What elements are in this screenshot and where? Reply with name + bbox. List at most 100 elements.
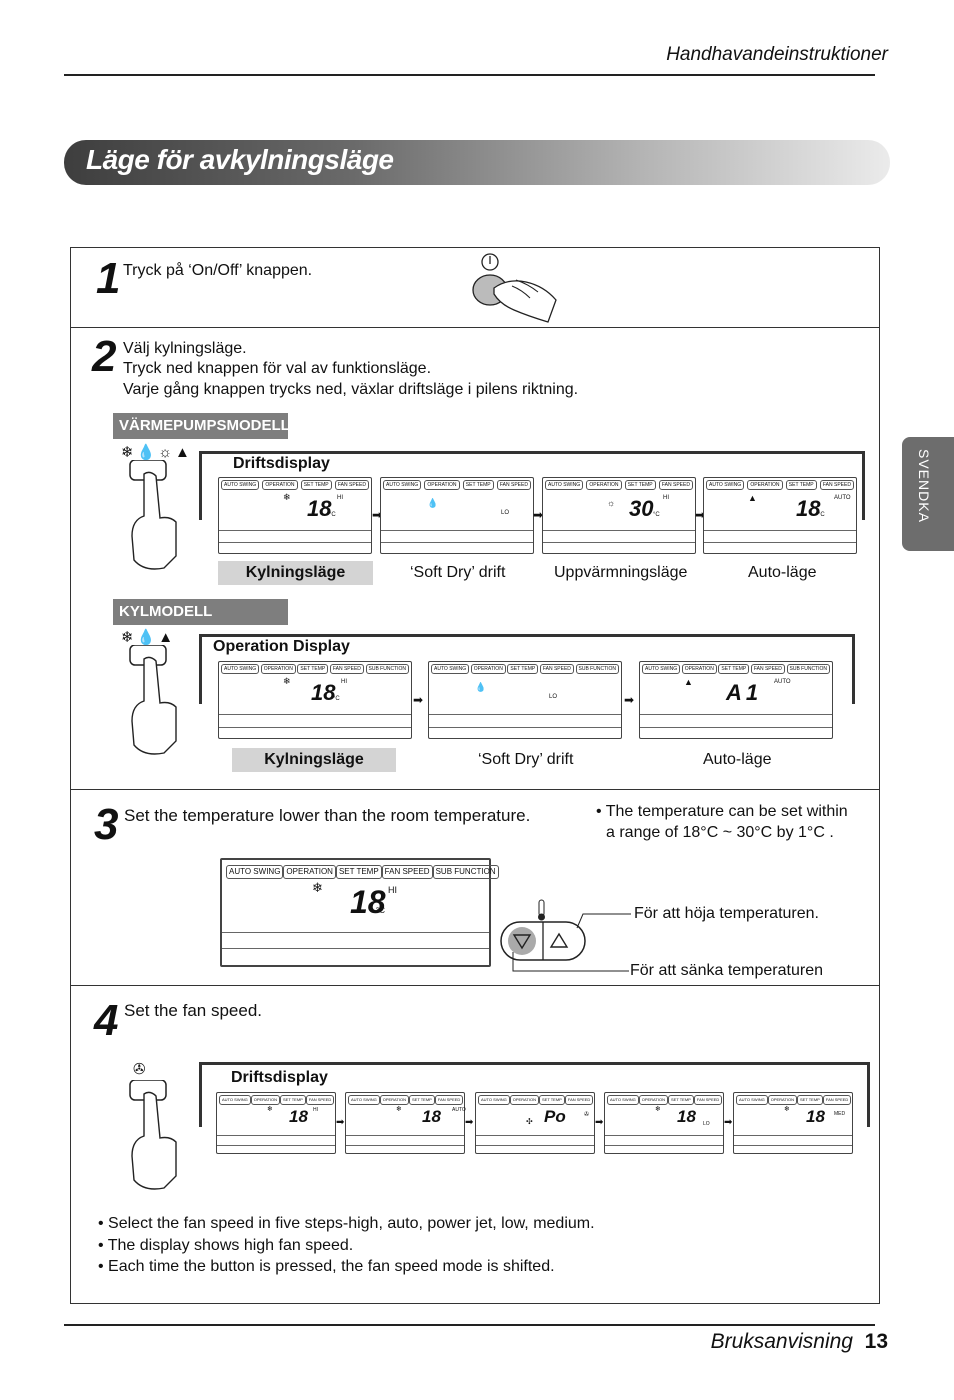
fan-display-bracket (199, 1062, 870, 1127)
heatpump-mode-auto: Auto-läge (748, 564, 817, 581)
snowflake-icon: ❄ (283, 492, 291, 502)
lcd-temp: 18 (422, 1107, 441, 1126)
step-1-number: 1 (96, 254, 121, 303)
heatpump-mode-heating: Uppvärmningsläge (554, 564, 688, 581)
cool-mode-softdry: ‘Soft Dry’ drift (478, 751, 574, 768)
step-3-text: Set the temperature lower than the room … (124, 806, 531, 825)
language-tab: SVENDKA (902, 437, 954, 551)
title-banner: Läge för avkylningsläge (64, 140, 890, 185)
lcd-temp: 30 (629, 496, 654, 521)
step-2-line-3: Varje gång knappen trycks ned, växlar dr… (123, 381, 579, 398)
lcd-fan: AUTO (774, 679, 791, 685)
heatpump-model-label: VÄRMEPUMPSMODELL (113, 413, 290, 439)
lcd-fan: HI (388, 885, 397, 895)
arrow-right-icon: ➡ (336, 1117, 345, 1128)
step-3-lcd: AUTO SWING OPERATION SET TEMP FAN SPEED … (220, 858, 499, 967)
step-2-number: 2 (92, 332, 117, 381)
lcd-temp: 18 (350, 884, 386, 920)
cool-mode-icons: ❄ 💧 ▲ (121, 629, 174, 646)
lcd-temp: 18 (796, 496, 821, 521)
lower-temp-label: För att sänka temperaturen (630, 962, 823, 979)
cool-mode-cooling: Kylningsläge (232, 748, 396, 772)
section-header: Handhavandeinstruktioner (666, 44, 888, 65)
step-4-bullet-3: • Each time the button is pressed, the f… (98, 1258, 555, 1275)
divider-3 (70, 985, 880, 986)
footer-rule (64, 1324, 875, 1326)
lcd-fan: HI (337, 495, 343, 501)
page-title: Läge för avkylningsläge (86, 144, 394, 175)
sun-icon: ☼ (607, 498, 616, 508)
temp-adjust-buttons (500, 899, 631, 972)
step-3-note-line-1: • The temperature can be set within (596, 803, 848, 820)
lcd-fan: LO (501, 510, 510, 516)
auto-mode-icon: ▲ (748, 493, 757, 503)
step-2-line-1: Välj kylningsläge. (123, 340, 247, 357)
raise-temp-label: För att höja temperaturen. (634, 905, 819, 922)
arrow-right-icon: ➡ (465, 1117, 474, 1128)
lcd-temp: Po (544, 1107, 566, 1126)
snowflake-icon: ❄ (312, 880, 323, 895)
cool-display-bracket (199, 634, 855, 704)
fan-display-title: Driftsdisplay (231, 1069, 328, 1086)
step-4-bullet-2: • The display shows high fan speed. (98, 1237, 354, 1254)
lcd-fan: HI (663, 495, 669, 501)
arrow-right-icon: ➡ (624, 693, 635, 707)
step-1-text: Tryck på ‘On/Off’ knappen. (123, 262, 313, 279)
lcd-temp: 18 (307, 496, 332, 521)
instruction-box (70, 247, 880, 1304)
snowflake-icon: ❄ (283, 676, 291, 686)
snowflake-icon: ❄ (784, 1106, 790, 1113)
heatpump-mode-cooling: Kylningsläge (218, 561, 373, 585)
cool-mode-auto: Auto-läge (703, 751, 772, 768)
arrow-right-icon: ➡ (724, 1117, 733, 1128)
lcd-fan: LO (549, 694, 558, 700)
lcd-fan: MED (834, 1111, 846, 1117)
footer: Bruksanvisning 13 (711, 1330, 888, 1354)
lcd-fan: LO (703, 1121, 710, 1127)
step-3-number: 3 (94, 800, 119, 849)
snowflake-icon: ❄ (267, 1106, 273, 1113)
header-rule (64, 74, 875, 76)
heatpump-mode-icons: ❄ 💧 ☼ ▲ (121, 444, 190, 461)
snowflake-icon: ❄ (655, 1106, 661, 1113)
lcd-fan: HI (313, 1107, 318, 1113)
step-3-note-line-2: a range of 18°C ~ 30°C by 1°C . (606, 824, 834, 841)
step-4-number: 4 (94, 996, 119, 1045)
page-number: 13 (864, 1330, 888, 1353)
fan-icon: ✇ (133, 1061, 146, 1078)
step-4-bullet-1: • Select the fan speed in five steps-hig… (98, 1215, 595, 1232)
divider-1 (70, 327, 880, 328)
fan-icon: ✇ (584, 1112, 590, 1118)
arrow-right-icon: ➡ (595, 1117, 604, 1128)
snowflake-icon: ❄ (396, 1106, 402, 1113)
lcd-temp: 18 (806, 1107, 825, 1126)
cool-display-title: Operation Display (213, 638, 350, 655)
lcd-fan: AUTO (452, 1107, 466, 1113)
power-jet-icon: ✣ (526, 1117, 533, 1126)
lcd-fan: HI (341, 679, 347, 685)
arrow-right-icon: ➡ (695, 508, 706, 522)
lcd-temp: 18 (289, 1107, 308, 1126)
heatpump-display-title: Driftsdisplay (233, 455, 330, 472)
arrow-right-icon: ➡ (372, 508, 383, 522)
language-tab-label: SVENDKA (916, 449, 932, 523)
power-button-hand-icon (472, 253, 557, 323)
heatpump-mode-softdry: ‘Soft Dry’ drift (410, 564, 506, 581)
fan-button-hand-icon (129, 1080, 177, 1190)
divider-2 (70, 789, 880, 790)
arrow-right-icon: ➡ (413, 693, 424, 707)
cool-mode-button-hand-icon (129, 645, 177, 755)
droplet-icon: 💧 (475, 682, 487, 692)
heatpump-display-bracket (199, 451, 865, 520)
